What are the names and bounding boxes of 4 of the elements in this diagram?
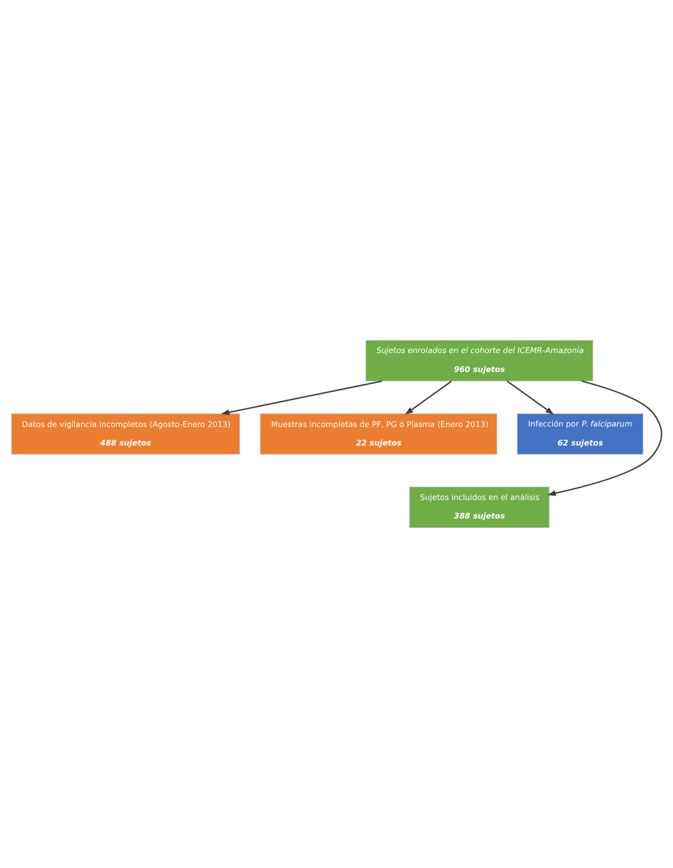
arrow: [404, 380, 452, 415]
arrow: [220, 380, 382, 416]
arrow: [506, 380, 554, 415]
arrow: [547, 380, 662, 496]
